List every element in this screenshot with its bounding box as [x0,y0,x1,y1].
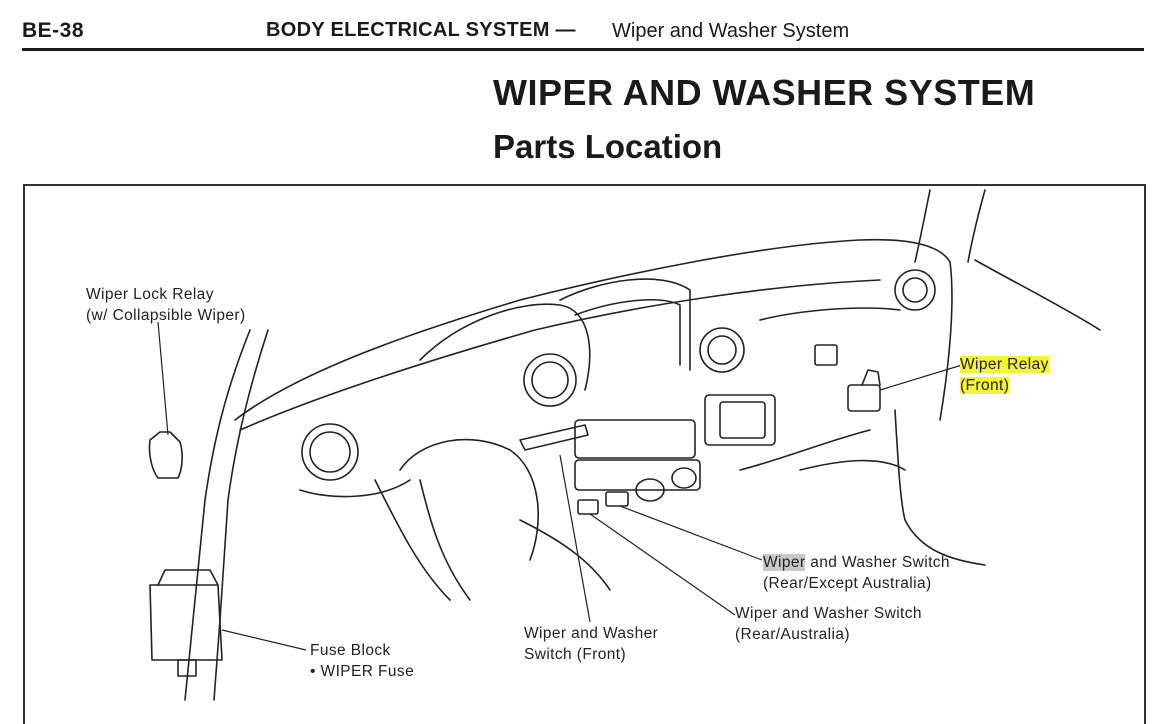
dashboard-diagram [148,189,1101,701]
label-line: (w/ Collapsible Wiper) [86,307,246,324]
leader-switch-front [559,454,591,623]
dashboard-top [234,238,953,421]
center-vent [699,327,745,373]
wiper-relay-front-part [847,384,881,412]
label-line: • WIPER Fuse [310,663,415,680]
label-word-highlighted: Wiper [763,554,806,571]
label-line: Wiper Lock Relay [86,286,214,303]
label-line: (Rear/Except Australia) [763,575,932,592]
separator: — [555,19,576,41]
label-line: (Rear/Australia) [735,626,850,643]
steering-column [399,438,539,561]
page-title: WIPER AND WASHER SYSTEM [493,72,1036,113]
right-vent [894,269,936,311]
page-subtitle: Parts Location [493,128,723,165]
page-number: BE-38 [22,19,85,42]
rear-switch-except-australia [605,491,629,507]
leader-fuse-block [221,629,307,651]
label-line: Wiper and Washer Switch [735,605,922,622]
leader-switch-rear-aus [589,513,736,616]
label-line: Wiper and Washer [524,625,659,642]
rear-switch-australia [577,499,599,515]
label-switch-rear-except-australia: Wiper and Washer Switch (Rear/Except Aus… [763,552,950,594]
label-line: Fuse Block [310,642,391,659]
leader-switch-rear-exc [619,505,763,561]
section-name: BODY ELECTRICAL SYSTEM [266,19,550,41]
label-line: and Washer Switch [805,554,950,571]
a-pillar-right [914,189,931,263]
instrument-hood [419,303,591,391]
label-wiper-relay-front: Wiper Relay (Front) [960,354,1049,396]
subsection-title: Wiper and Washer System [612,20,850,42]
wiper-lock-relay-part [148,431,183,479]
leader-wiper-relay [879,364,963,391]
diagram-frame [23,184,1146,724]
page-header: BE-38 BODY ELECTRICAL SYSTEM — Wiper and… [22,14,1144,51]
section-title: BODY ELECTRICAL SYSTEM — [266,19,576,42]
a-pillar-left [184,329,251,701]
leader-lock-relay [157,321,169,436]
label-switch-front: Wiper and Washer Switch (Front) [524,623,658,665]
label-line-highlighted: Wiper Relay [960,356,1049,373]
label-line: Switch (Front) [524,646,627,663]
fuse-block-part [149,584,223,661]
label-switch-rear-australia: Wiper and Washer Switch (Rear/Australia) [735,603,922,645]
label-line-highlighted: (Front) [960,377,1010,394]
label-wiper-lock-relay: Wiper Lock Relay (w/ Collapsible Wiper) [86,284,246,326]
left-vent [301,423,359,481]
label-fuse-block: Fuse Block • WIPER Fuse [310,640,414,682]
